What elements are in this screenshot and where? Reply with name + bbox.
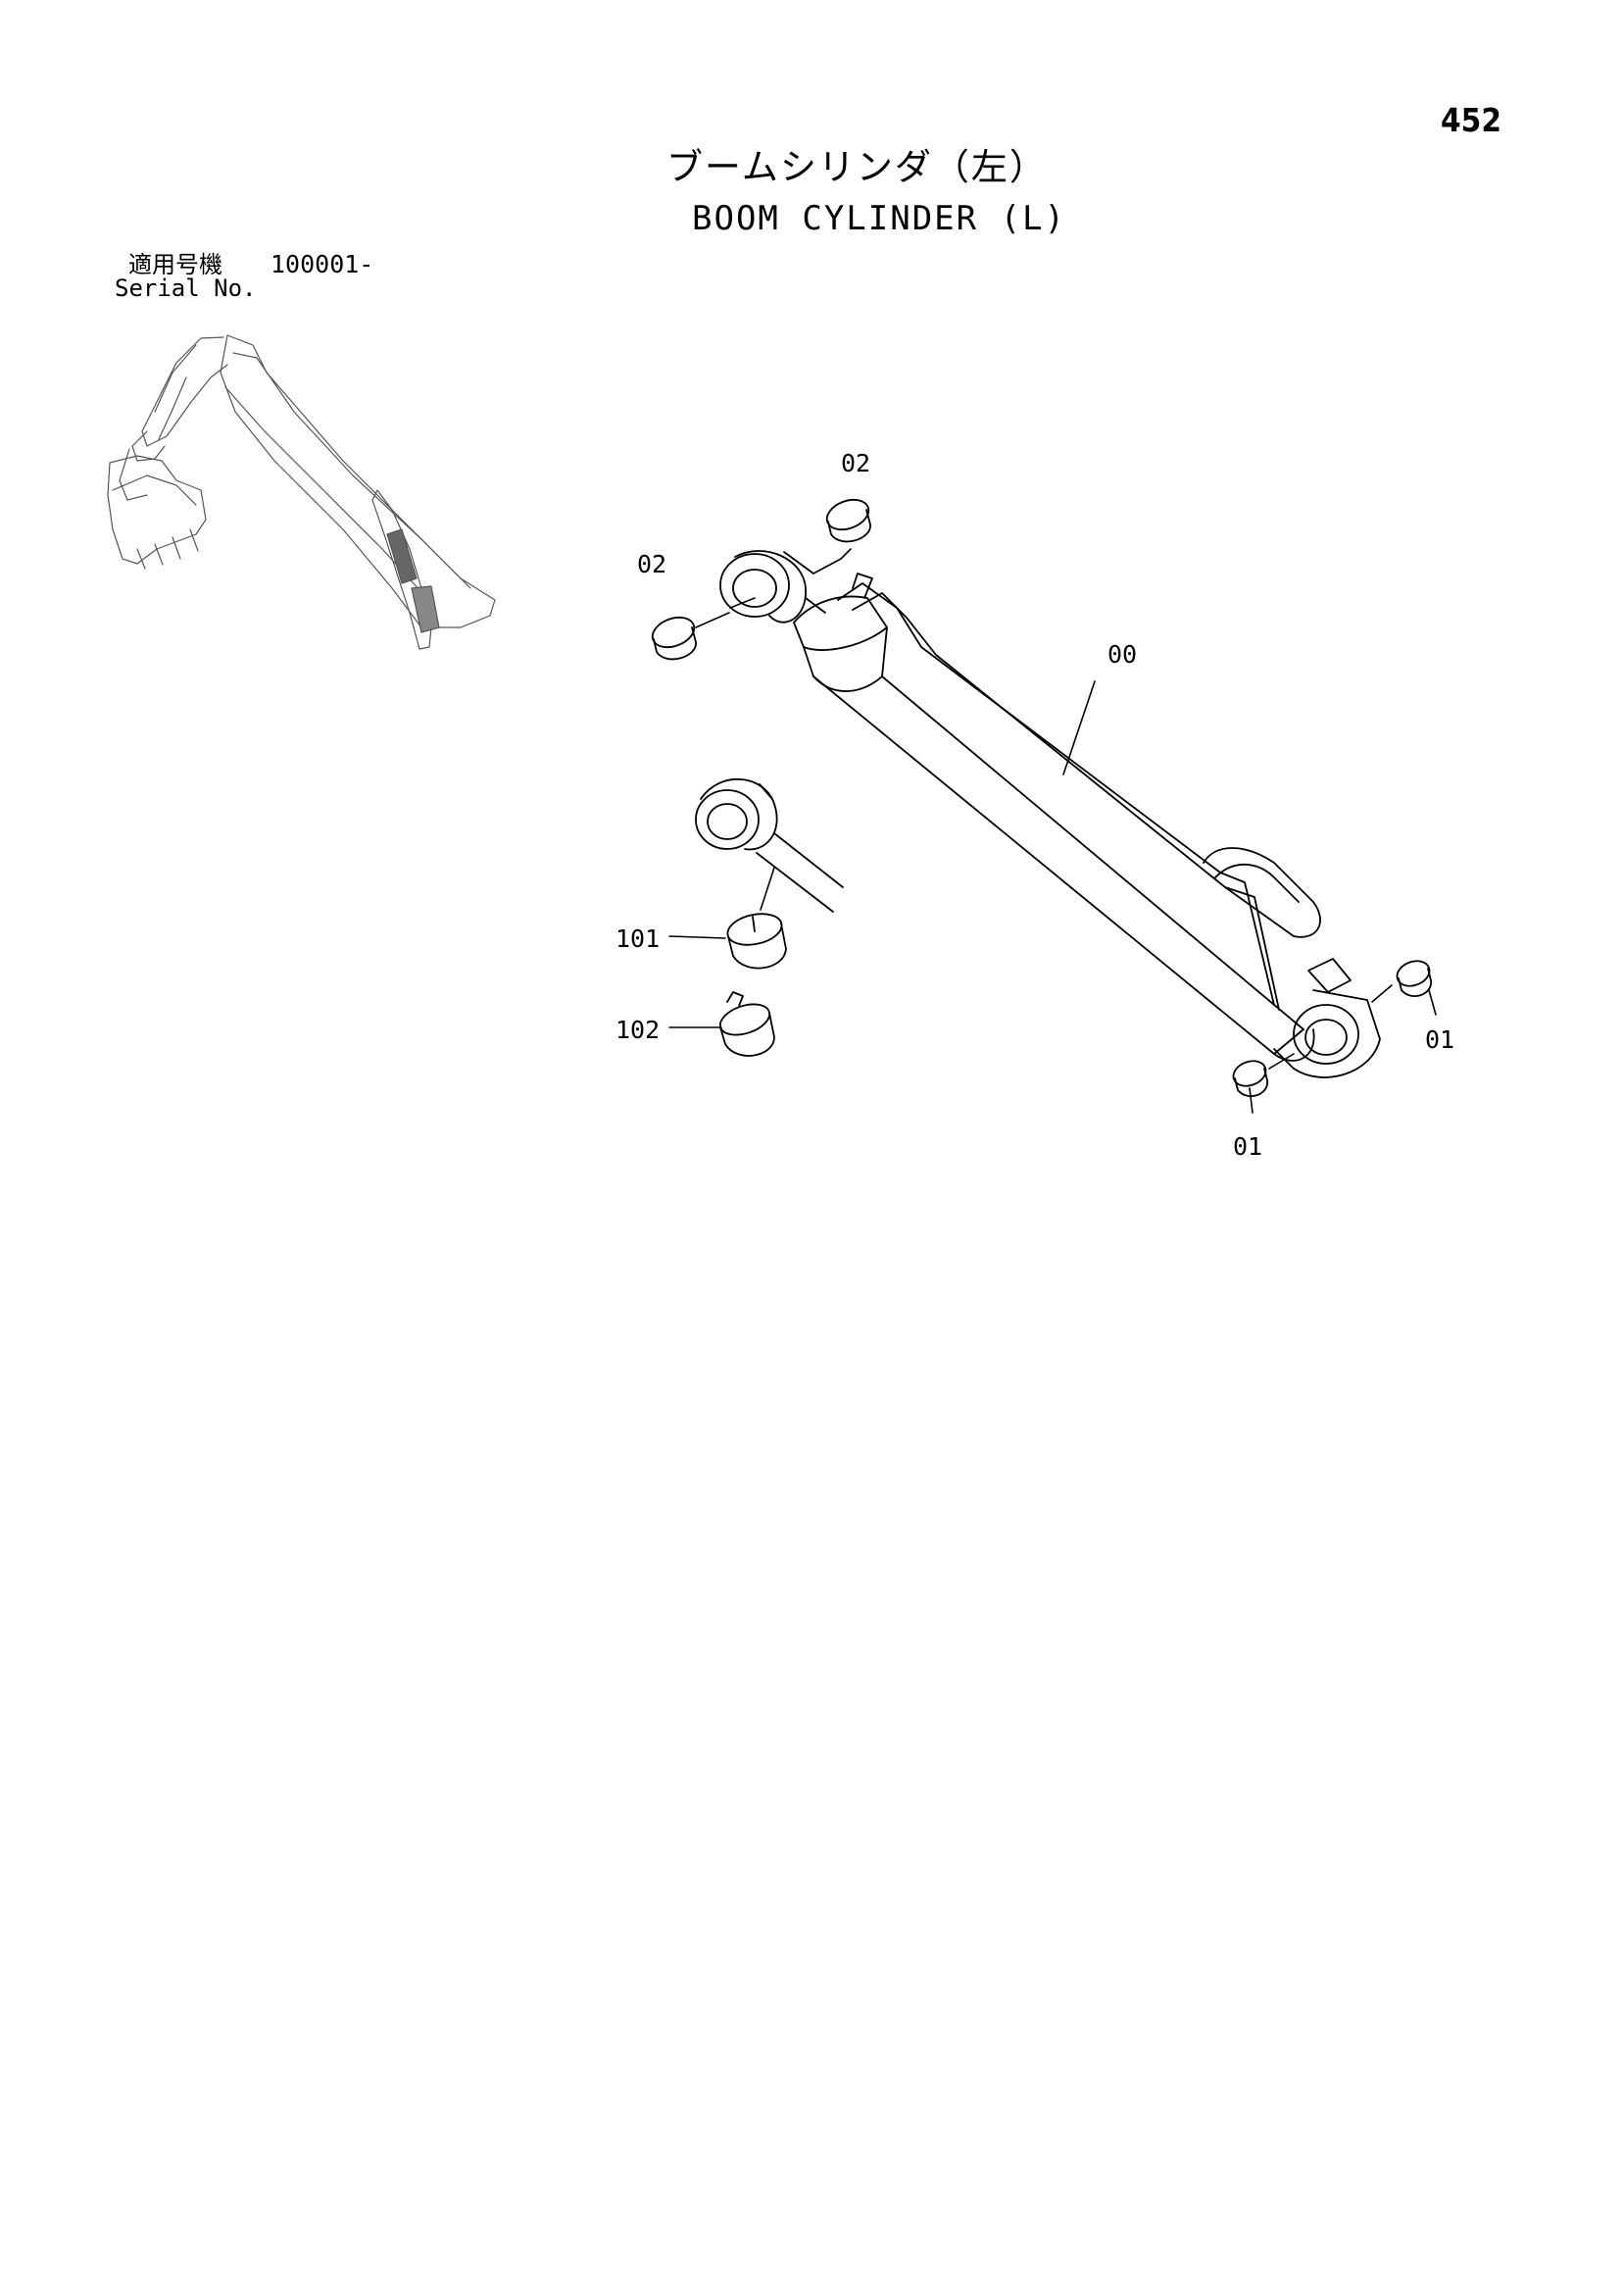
bushing-01-bottom <box>1232 1060 1268 1097</box>
callout-00: 00 <box>1107 640 1138 669</box>
serial-label-japanese: 適用号機 <box>128 251 222 278</box>
page-title-japanese: ブームシリンダ（左） <box>666 146 1048 188</box>
hydraulic-pipe <box>837 582 1352 1011</box>
excavator-arm-outline <box>107 334 496 650</box>
rod-end-detail <box>695 777 844 913</box>
bushing-01-right <box>1396 960 1432 997</box>
cylinder-tube <box>793 573 1315 1062</box>
bushing-02-top <box>825 498 871 543</box>
callout-102: 102 <box>615 1016 661 1044</box>
callout-leader-lines <box>668 548 1437 1114</box>
part-101-sleeve <box>726 913 787 970</box>
page-title-english: BOOM CYLINDER (L) <box>692 199 1066 238</box>
cylinder-head-eye <box>719 550 826 624</box>
callout-02-top: 02 <box>841 449 871 477</box>
serial-label-english: Serial No. <box>115 275 257 302</box>
callout-101: 101 <box>615 924 661 953</box>
part-102-clamp <box>718 991 775 1057</box>
callout-01-bottom: 01 <box>1233 1132 1263 1161</box>
bushing-02-left <box>651 616 697 661</box>
cylinder-rod-eye <box>1273 989 1381 1078</box>
callout-01-right: 01 <box>1425 1025 1455 1054</box>
page-number: 452 <box>1441 101 1501 139</box>
serial-number-value: 100001- <box>270 250 374 278</box>
callout-02-left: 02 <box>637 550 667 578</box>
